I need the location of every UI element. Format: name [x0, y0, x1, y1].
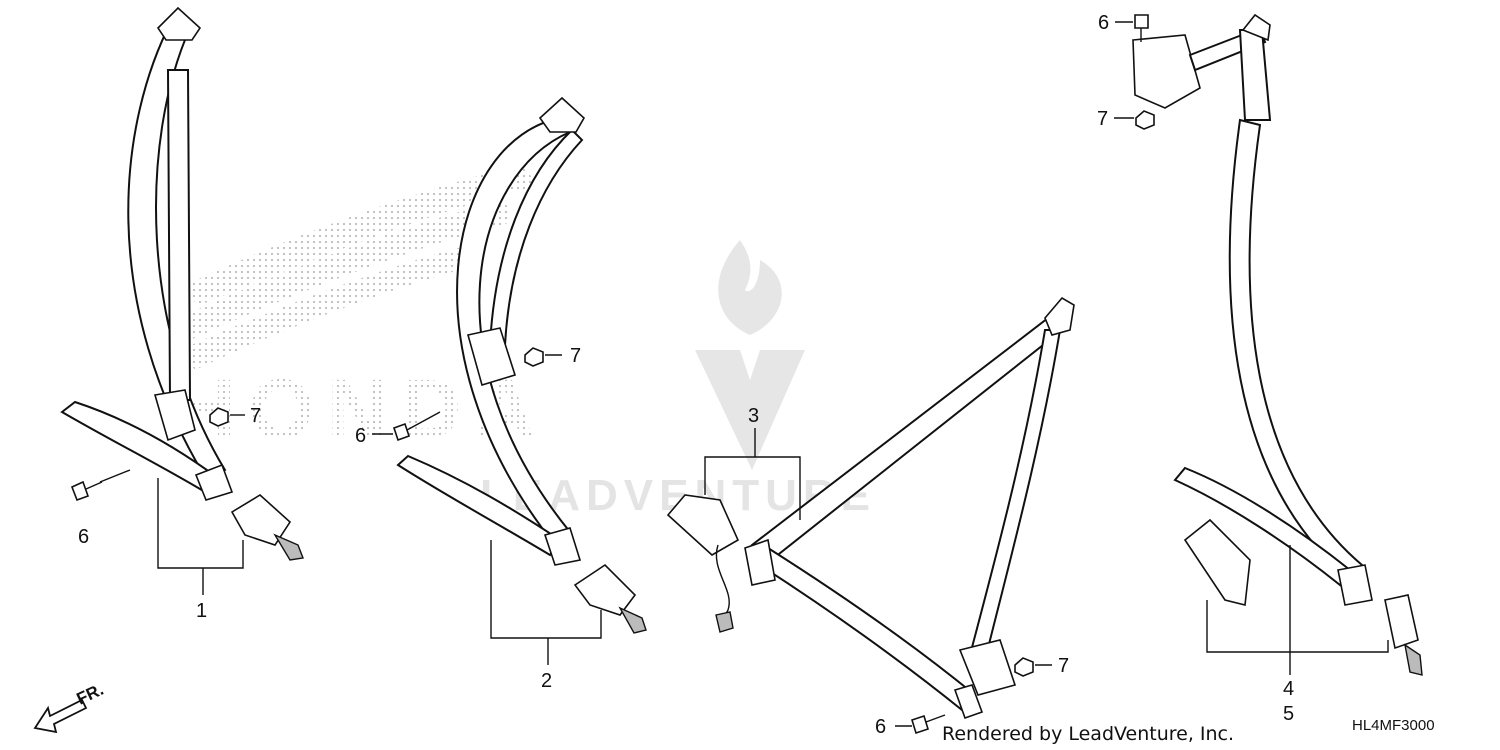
callout-4: 4 — [1283, 678, 1294, 700]
upper-anchor-2 — [538, 96, 586, 133]
retractor-1 — [153, 389, 196, 442]
retractor-2 — [467, 327, 517, 387]
buckle-2 — [573, 563, 637, 616]
seat-belt-assembly-4-5 — [1132, 13, 1423, 676]
end-fitting-center — [953, 684, 984, 720]
callout-6-bolt-a: 6 — [78, 526, 89, 548]
upper-anchor-center — [1044, 296, 1075, 336]
anchor-bracket-4-5 — [1132, 34, 1201, 109]
callout-2: 2 — [541, 670, 552, 692]
belt-guide-4-5 — [1337, 564, 1373, 606]
upper-anchor-1 — [156, 6, 202, 41]
seat-belt-assembly-1 — [60, 6, 304, 561]
front-direction-arrow-icon: FR. — [33, 680, 107, 734]
buckle-1 — [230, 494, 292, 546]
lower-anchor-center — [744, 538, 776, 586]
harness-connector-3 — [715, 611, 734, 633]
upper-anchor-4-5 — [1241, 13, 1271, 42]
callout-leaders — [157, 21, 1389, 727]
nut-c — [1014, 657, 1034, 677]
retractor-center — [958, 639, 1017, 696]
seat-belt-assembly-2 — [396, 96, 647, 634]
drawing-code: HL4MF3000 — [1352, 717, 1435, 734]
bolt-a — [70, 469, 131, 502]
callout-7-nut-d: 7 — [1097, 108, 1108, 130]
callout-5: 5 — [1283, 703, 1294, 725]
callout-7-nut-b: 7 — [570, 345, 581, 367]
lap-belt-center — [750, 546, 977, 712]
bolt-c — [911, 714, 946, 735]
callout-1: 1 — [196, 600, 207, 622]
nut-d — [1135, 110, 1155, 130]
buckle-4-5 — [1384, 594, 1419, 650]
callout-7-nut-a: 7 — [250, 405, 261, 427]
buckle-connector-2 — [618, 606, 647, 634]
callout-3: 3 — [748, 405, 759, 427]
buckle-3 — [666, 494, 740, 556]
bolt-d — [1134, 14, 1149, 42]
callout-6-bolt-d: 6 — [1098, 12, 1109, 34]
callout-7-nut-c: 7 — [1058, 655, 1069, 677]
nut-b — [524, 347, 544, 367]
secondary-buckle-4-5 — [1183, 518, 1251, 606]
bolt-b — [392, 411, 441, 442]
leadventure-logo-watermark: LEADVENTURE — [480, 240, 870, 520]
render-credit: Rendered by LeadVenture, Inc. — [942, 723, 1234, 745]
belt-guide-1 — [194, 463, 234, 501]
retractor-strap-4-5 — [1238, 29, 1272, 121]
callout-6-bolt-c: 6 — [875, 716, 886, 738]
buckle-connector-1 — [273, 533, 304, 561]
callout-6-bolt-b: 6 — [355, 425, 366, 447]
retractor-strap-1 — [166, 69, 192, 401]
nut-a — [209, 407, 229, 427]
buckle-connector-4-5 — [1404, 643, 1423, 676]
buckle-assembly-3 — [666, 494, 740, 633]
seat-belt-assembly-center — [744, 296, 1075, 720]
belt-guide-2 — [543, 527, 582, 566]
